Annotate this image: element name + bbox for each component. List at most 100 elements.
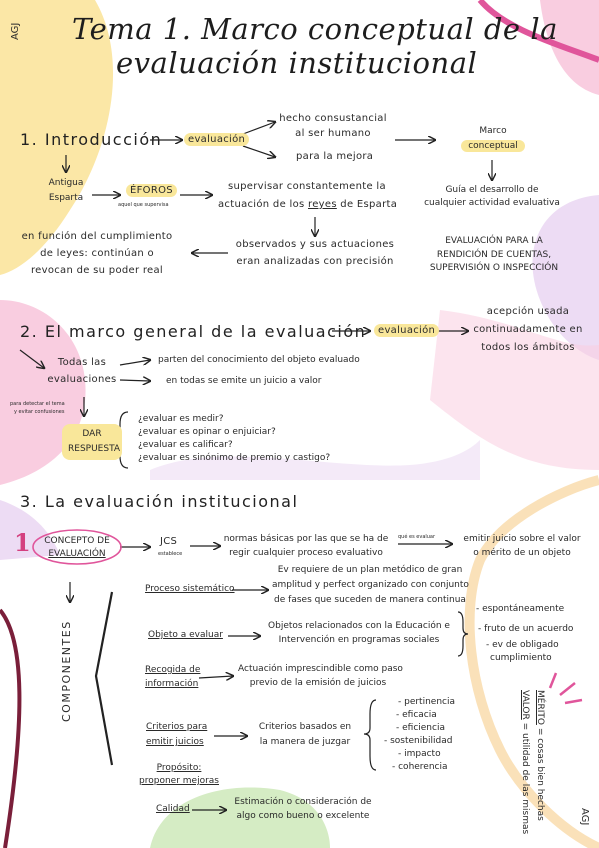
merito-rest: = cosas bien hechas	[535, 724, 545, 821]
sec3-emitir-2: o mérito de un objeto	[473, 548, 571, 558]
comp-proposito-2: proponer mejoras	[139, 776, 219, 786]
dar-text: DAR	[82, 429, 102, 439]
comp-calidad-d1: Estimación o consideración de	[234, 797, 372, 807]
sec1-hecho-1: hecho consustancial	[279, 113, 387, 124]
sec3-num: 1	[14, 528, 31, 557]
arrow-to-todas	[19, 349, 44, 368]
supervisar-text: actuación de los	[218, 199, 308, 210]
sec1-antigua-2: Esparta	[48, 193, 84, 203]
comp-recogida-2: información	[145, 679, 199, 689]
green-blob-bottom	[150, 787, 330, 848]
comp-objeto: Objeto a evaluar	[148, 630, 223, 640]
sec2-dar-box: DAR RESPUESTA	[62, 424, 122, 460]
author-tag-top: AGJ	[10, 22, 21, 40]
comp-calidad-d2: algo como bueno o excelente	[236, 811, 370, 821]
sec1-evaluacion: evaluación	[184, 133, 250, 146]
sec2-acepcion-3: todos los ámbitos	[481, 342, 575, 353]
comp-objeto-d1: Objetos relacionados con la Educación e	[268, 621, 450, 631]
comp-proceso-d2: amplitud y perfect organizado con conjun…	[272, 580, 469, 590]
sec1-observados-2: eran analizadas con precisión	[236, 256, 394, 267]
lilac-blob-mid	[150, 440, 480, 480]
sec1-supervisar-2: actuación de los reyes de Esparta	[218, 199, 397, 210]
crit-item-3: - eficiencia	[396, 723, 445, 733]
crit-item-1: - pertinencia	[398, 697, 455, 707]
reyes-underlined: reyes	[308, 199, 337, 210]
sec1-eforos: ÉFOROS	[126, 184, 177, 197]
yellow-blob-top-left	[0, 0, 114, 275]
comp-criterios-2: emitir juicios	[146, 737, 204, 747]
sec3-heading: 3. La evaluación institucional	[20, 492, 299, 511]
sec1-eforos-sub: aquel que supervisa	[118, 202, 169, 208]
comp-proceso: Proceso sistemático	[145, 584, 235, 594]
title-line-2: evaluación institucional	[116, 46, 478, 80]
crit-item-5: - impacto	[398, 749, 441, 759]
valor-note: VALOR = utilidad de las mismas	[520, 690, 530, 834]
respuesta-text: RESPUESTA	[68, 444, 121, 454]
magenta-line-top	[477, 0, 599, 63]
sec3-que-es: qué es evaluar	[398, 534, 436, 540]
sec3-concepto-1: CONCEPTO DE	[44, 536, 110, 546]
sec3-normas-2: regir cualquier proceso evaluativo	[229, 548, 383, 558]
sec3-emitir-1: emitir juicio sobre el valor	[463, 534, 581, 544]
crit-item-2: - eficacia	[396, 710, 437, 720]
sec2-todas-1: Todas las	[57, 357, 107, 368]
sec2-acepcion-1: acepción usada	[486, 306, 570, 317]
lilac-blob-right	[532, 195, 599, 360]
sec3-componentes: COMPONENTES	[60, 620, 73, 722]
sec1-eval-para-3: SUPERVISIÓN O INSPECCIÓN	[429, 263, 559, 273]
sec2-evaluacion: evaluación	[374, 324, 440, 337]
comp-proceso-d1: Ev requiere de un plan metódico de gran	[277, 565, 463, 575]
concepto-circle	[32, 529, 122, 565]
sec1-guia-1: Guía el desarrollo de	[445, 185, 539, 195]
comp-criterios-d1: Criterios basados en	[258, 722, 352, 732]
sec1-mejora: para la mejora	[296, 151, 374, 162]
sec2-heading: 2. El marco general de la evaluación	[20, 322, 367, 341]
sec2-acepcion-2: continuadamente en	[473, 324, 583, 335]
valor-underlined: VALOR	[520, 690, 530, 720]
esparta-text: de Esparta	[336, 199, 398, 210]
pink-blob-mid-right	[430, 310, 599, 470]
comp-obligado-1: - ev de obligado	[486, 640, 559, 650]
comp-recogida-d2: previo de la emisión de juicios	[249, 678, 387, 688]
sec2-q2: ¿evaluar es opinar o enjuiciar?	[138, 427, 276, 437]
sec1-hecho-2: al ser humano	[295, 128, 371, 139]
sec2-parten: parten del conocimiento del objeto evalu…	[158, 355, 360, 365]
sec1-supervisar-1: supervisar constantemente la	[228, 181, 386, 192]
comp-criterios-d2: la manera de juzgar	[259, 737, 351, 747]
sec2-emite: en todas se emite un juicio a valor	[166, 376, 322, 386]
orange-line-right	[464, 475, 599, 848]
sec3-concepto-2: EVALUACIÓN	[48, 549, 106, 559]
sec2-q1: ¿evaluar es medir?	[138, 414, 224, 424]
sec2-todas-2: evaluaciones	[47, 374, 117, 385]
componentes-bracket	[94, 591, 114, 766]
sec2-q3: ¿evaluar es calificar?	[138, 440, 233, 450]
comp-obligado-2: cumplimiento	[490, 653, 552, 663]
crit-item-4: - sostenibilidad	[384, 736, 453, 746]
comp-recogida-d1: Actuación imprescindible como paso	[238, 664, 403, 674]
sec2-para-1: para detectar el tema	[10, 401, 65, 407]
maroon-line-left	[0, 608, 22, 848]
sec1-funcion-1: en función del cumplimiento	[21, 231, 173, 242]
comp-fruto: - fruto de un acuerdo	[478, 624, 574, 634]
pink-accent-marks	[548, 672, 583, 705]
arrow-todas-emite	[119, 380, 150, 381]
comp-espontaneamente: - espontáneamente	[476, 604, 565, 614]
lilac-blob-left	[0, 500, 60, 560]
author-tag-bottom: AGJ	[579, 808, 590, 826]
sec1-eval-para-2: RENDICIÓN DE CUENTAS,	[436, 250, 552, 260]
sec3-establece: establece	[158, 551, 183, 557]
comp-objeto-d2: Intervención en programas sociales	[278, 635, 440, 645]
sec2-q4: ¿evaluar es sinónimo de premio y castigo…	[138, 453, 331, 463]
arrow-eval-hecho	[242, 122, 275, 135]
comp-proceso-d3: de fases que suceden de manera continua	[274, 595, 466, 605]
arrow-recogida	[198, 676, 233, 678]
sec3-jcs: JCS	[160, 536, 178, 547]
comp-proposito-1: Propósito:	[156, 763, 202, 773]
comp-recogida-1: Recogida de	[145, 665, 201, 675]
sec1-guia-2: cualquier actividad evaluativa	[424, 198, 560, 208]
sec2-para-2: y evitar confusiones	[14, 409, 65, 415]
sec1-antigua-1: Antigua	[48, 178, 84, 188]
sec3-normas-1: normas básicas por las que se ha de	[223, 534, 389, 544]
